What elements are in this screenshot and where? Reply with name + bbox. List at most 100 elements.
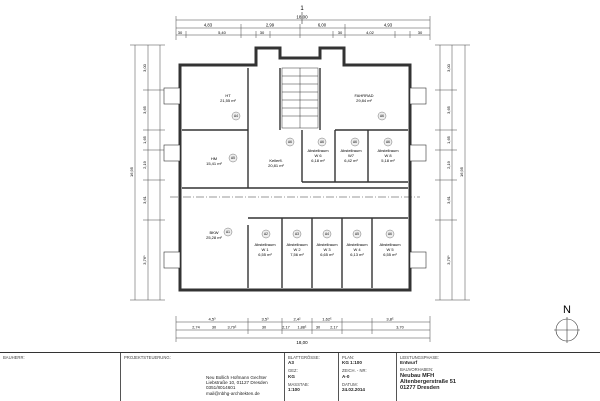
light-shafts — [163, 87, 427, 269]
dim-label: 3,00 — [446, 63, 451, 72]
blattgroesse-value: A3 — [288, 360, 294, 366]
dim-label: 3,00 — [142, 63, 147, 72]
dim-label: 30 — [262, 326, 266, 330]
room-area: 6,55 m² — [258, 252, 272, 257]
dim-label: 4,02 — [366, 30, 375, 35]
project-cell: LEISTUNGSPHASE: Entwurf BAUVORHABEN: Neu… — [396, 353, 600, 401]
room-tag: A6 — [380, 114, 384, 118]
dim-label: 3,5³ — [262, 317, 270, 322]
vorhaben-line: Neubau MFH — [400, 372, 435, 379]
room-name: HT — [225, 93, 231, 98]
dim-label: 30 — [316, 326, 320, 330]
room-area: 6,13 m² — [350, 252, 364, 257]
dim-label: 30 — [418, 30, 423, 35]
room-tag: A1 — [226, 230, 230, 234]
room-sub: W 6 — [314, 153, 322, 158]
left-dimension-lines — [130, 44, 165, 301]
room-name: HM — [211, 156, 217, 161]
room-name: Abstellraum — [340, 148, 362, 153]
room-tag: A5 — [231, 156, 235, 160]
room-labels: HT 21,55 m² FAHRRAD 29,84 m² HM 15,41 m²… — [206, 93, 401, 257]
dim-label: 3,76⁵ — [446, 255, 451, 265]
room-tag: A5 — [355, 232, 359, 236]
dim-label: 30 — [212, 326, 216, 330]
dim-label: 2,19 — [142, 160, 147, 169]
phase-value: Entwurf — [400, 360, 418, 366]
room-tag: A6 — [388, 232, 392, 236]
room-name: Abstellraum — [377, 148, 399, 153]
dim-label: 2,74 — [192, 326, 199, 330]
dim-label: 3,61 — [142, 195, 147, 204]
dim-label: 1,62⁵ — [322, 317, 332, 322]
room-area: 6,18 m² — [311, 158, 325, 163]
title-block: BAUHERR: PROJEKTSTEUERUNG: Neu Bollich H… — [0, 352, 600, 401]
north-label: N — [563, 304, 571, 316]
dim-label: 2,4² — [294, 317, 302, 322]
room-sub: W 1 — [261, 247, 269, 252]
massstab-value: 1:100 — [288, 387, 300, 393]
north-arrow-icon — [554, 317, 580, 343]
room-tag: A6 — [288, 140, 292, 144]
room-sub: W 3 — [323, 247, 331, 252]
room-sub: W 5 — [386, 247, 394, 252]
zeich-label: ZEICH. - NR: — [342, 368, 367, 374]
dim-label: 5,40 — [218, 30, 227, 35]
dim-label: 30 — [260, 30, 265, 35]
architect-address: Neu Bollich Hofmann Gechter Liebstraße 1… — [206, 375, 268, 396]
room-sub: W 8 — [384, 153, 392, 158]
right-dimension-lines — [435, 44, 470, 301]
bottom-dimension-lines — [175, 316, 431, 342]
room-name: BKW — [209, 230, 218, 235]
room-name: Abstellraum — [286, 242, 308, 247]
projektsteuerung-cell: PROJEKTSTEUERUNG: Neu Bollich Hofmann Ge… — [120, 353, 280, 401]
datum-value: 24.02.2014 — [342, 387, 365, 393]
dim-label: 16,95 — [129, 166, 134, 177]
dim-label: 30 — [178, 30, 183, 35]
right-dims: 3,00 3,65 1,65 2,19 3,61 3,76⁵ 16,95 — [446, 63, 464, 264]
room-area: 21,55 m² — [220, 98, 236, 103]
bauherr-label: BAUHERR: — [3, 355, 25, 360]
room-name: Abstellraum — [316, 242, 338, 247]
room-area: 15,41 m² — [206, 161, 222, 166]
room-area: 6,65 m² — [320, 252, 334, 257]
dim-label: 2,99 — [266, 23, 275, 28]
section-marker-label: 1 — [300, 6, 304, 12]
room-tag: A3 — [295, 232, 299, 236]
room-area: 6,55 m² — [383, 252, 397, 257]
architect-line: 0351/8014601 — [206, 385, 236, 391]
room-tag: A6 — [353, 140, 357, 144]
room-area: 5,18 m² — [381, 158, 395, 163]
room-area: 6,42 m² — [344, 158, 358, 163]
dim-label: 1,65 — [142, 135, 147, 144]
building-walls — [178, 46, 412, 292]
room-area: 25,28 m² — [206, 235, 222, 240]
vorhaben-line: Altenbergerstraße 51 — [400, 378, 456, 385]
room-tag: A4 — [234, 114, 238, 118]
room-area: 29,84 m² — [356, 98, 372, 103]
dim-label: 4,83 — [204, 23, 213, 28]
room-name: Abstellraum — [346, 242, 368, 247]
vorhaben-line: 01277 Dresden — [400, 384, 440, 391]
dim-label: 30 — [338, 30, 343, 35]
dim-label: 3,65 — [142, 105, 147, 114]
architect-line: mail@nbhg-architekten.de — [206, 390, 260, 396]
room-sub: W7 — [348, 153, 355, 158]
projektsteuerung-label: PROJEKTSTEUERUNG: — [124, 355, 171, 360]
room-area: 7,56 m² — [290, 252, 304, 257]
gez-value: KG — [288, 373, 295, 379]
dim-label: 4,93 — [384, 23, 393, 28]
dim-label: 2,19 — [446, 160, 451, 169]
left-dims: 3,00 3,65 1,65 2,19 3,61 3,76⁵ 16,95 — [129, 63, 147, 264]
dim-label: 16,95 — [459, 166, 464, 177]
room-name: Abstellraum — [254, 242, 276, 247]
room-tag: A2 — [264, 232, 268, 236]
room-sub: W 4 — [353, 247, 361, 252]
overall-width-top: 18,00 — [296, 15, 308, 20]
dim-label: 3,79⁵ — [228, 326, 237, 330]
gez-label: GEZ: — [288, 368, 298, 374]
architect-line: Liebstraße 10, 01127 Dresden — [206, 380, 268, 386]
top-dimension-lines — [175, 16, 431, 40]
room-sub: W 2 — [293, 247, 301, 252]
room-area: 20,81 m² — [268, 163, 284, 168]
top-dims-row2: 30 5,40 30 30 4,02 30 — [178, 30, 423, 35]
